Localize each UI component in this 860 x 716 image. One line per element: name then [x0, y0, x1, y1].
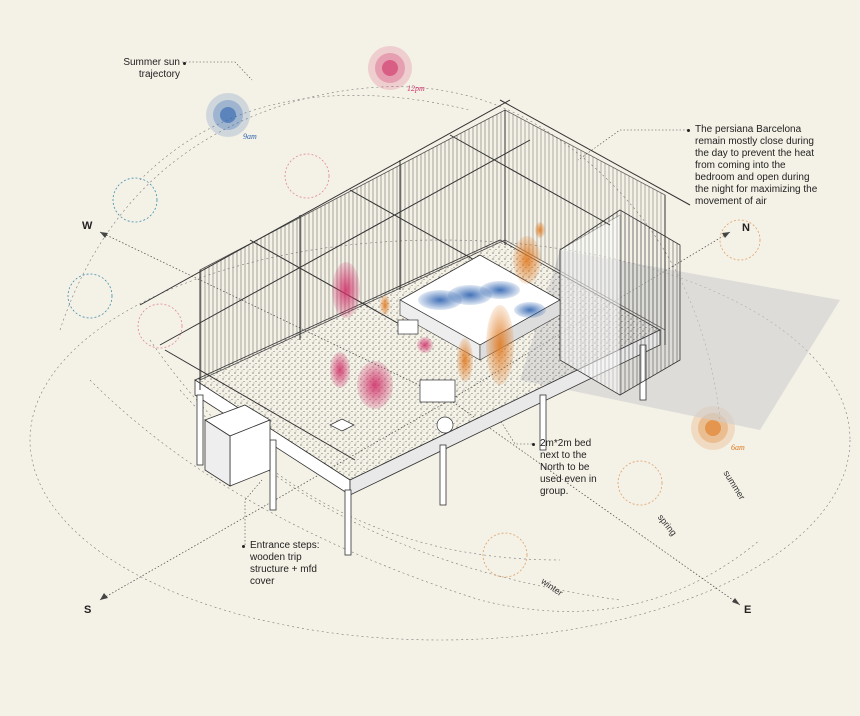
note-bed: 2m*2m bed next to the North to be used e… — [532, 438, 612, 498]
sun-label-9am: 9am — [243, 132, 257, 141]
people-orange — [380, 222, 545, 385]
note-persiana: The persiana Barcelona remain mostly clo… — [687, 124, 823, 208]
bedroom-enclosure — [559, 209, 681, 396]
sun-label-6am: 6am — [731, 443, 745, 452]
compass-west: W — [82, 220, 93, 232]
note-entrance: Entrance steps: wooden trip structure + … — [242, 540, 322, 588]
note-sun-trajectory: Summer sun trajectory — [120, 57, 186, 81]
compass-east: E — [744, 604, 752, 616]
sun-12pm — [368, 46, 412, 90]
sleeping-people — [418, 281, 546, 318]
people-pink — [330, 262, 433, 409]
compass-axes — [99, 231, 741, 606]
compass-north: N — [742, 222, 750, 234]
sun-9am — [206, 93, 250, 137]
compass-south: S — [84, 604, 92, 616]
sun-label-12pm: 12pm — [407, 84, 425, 93]
